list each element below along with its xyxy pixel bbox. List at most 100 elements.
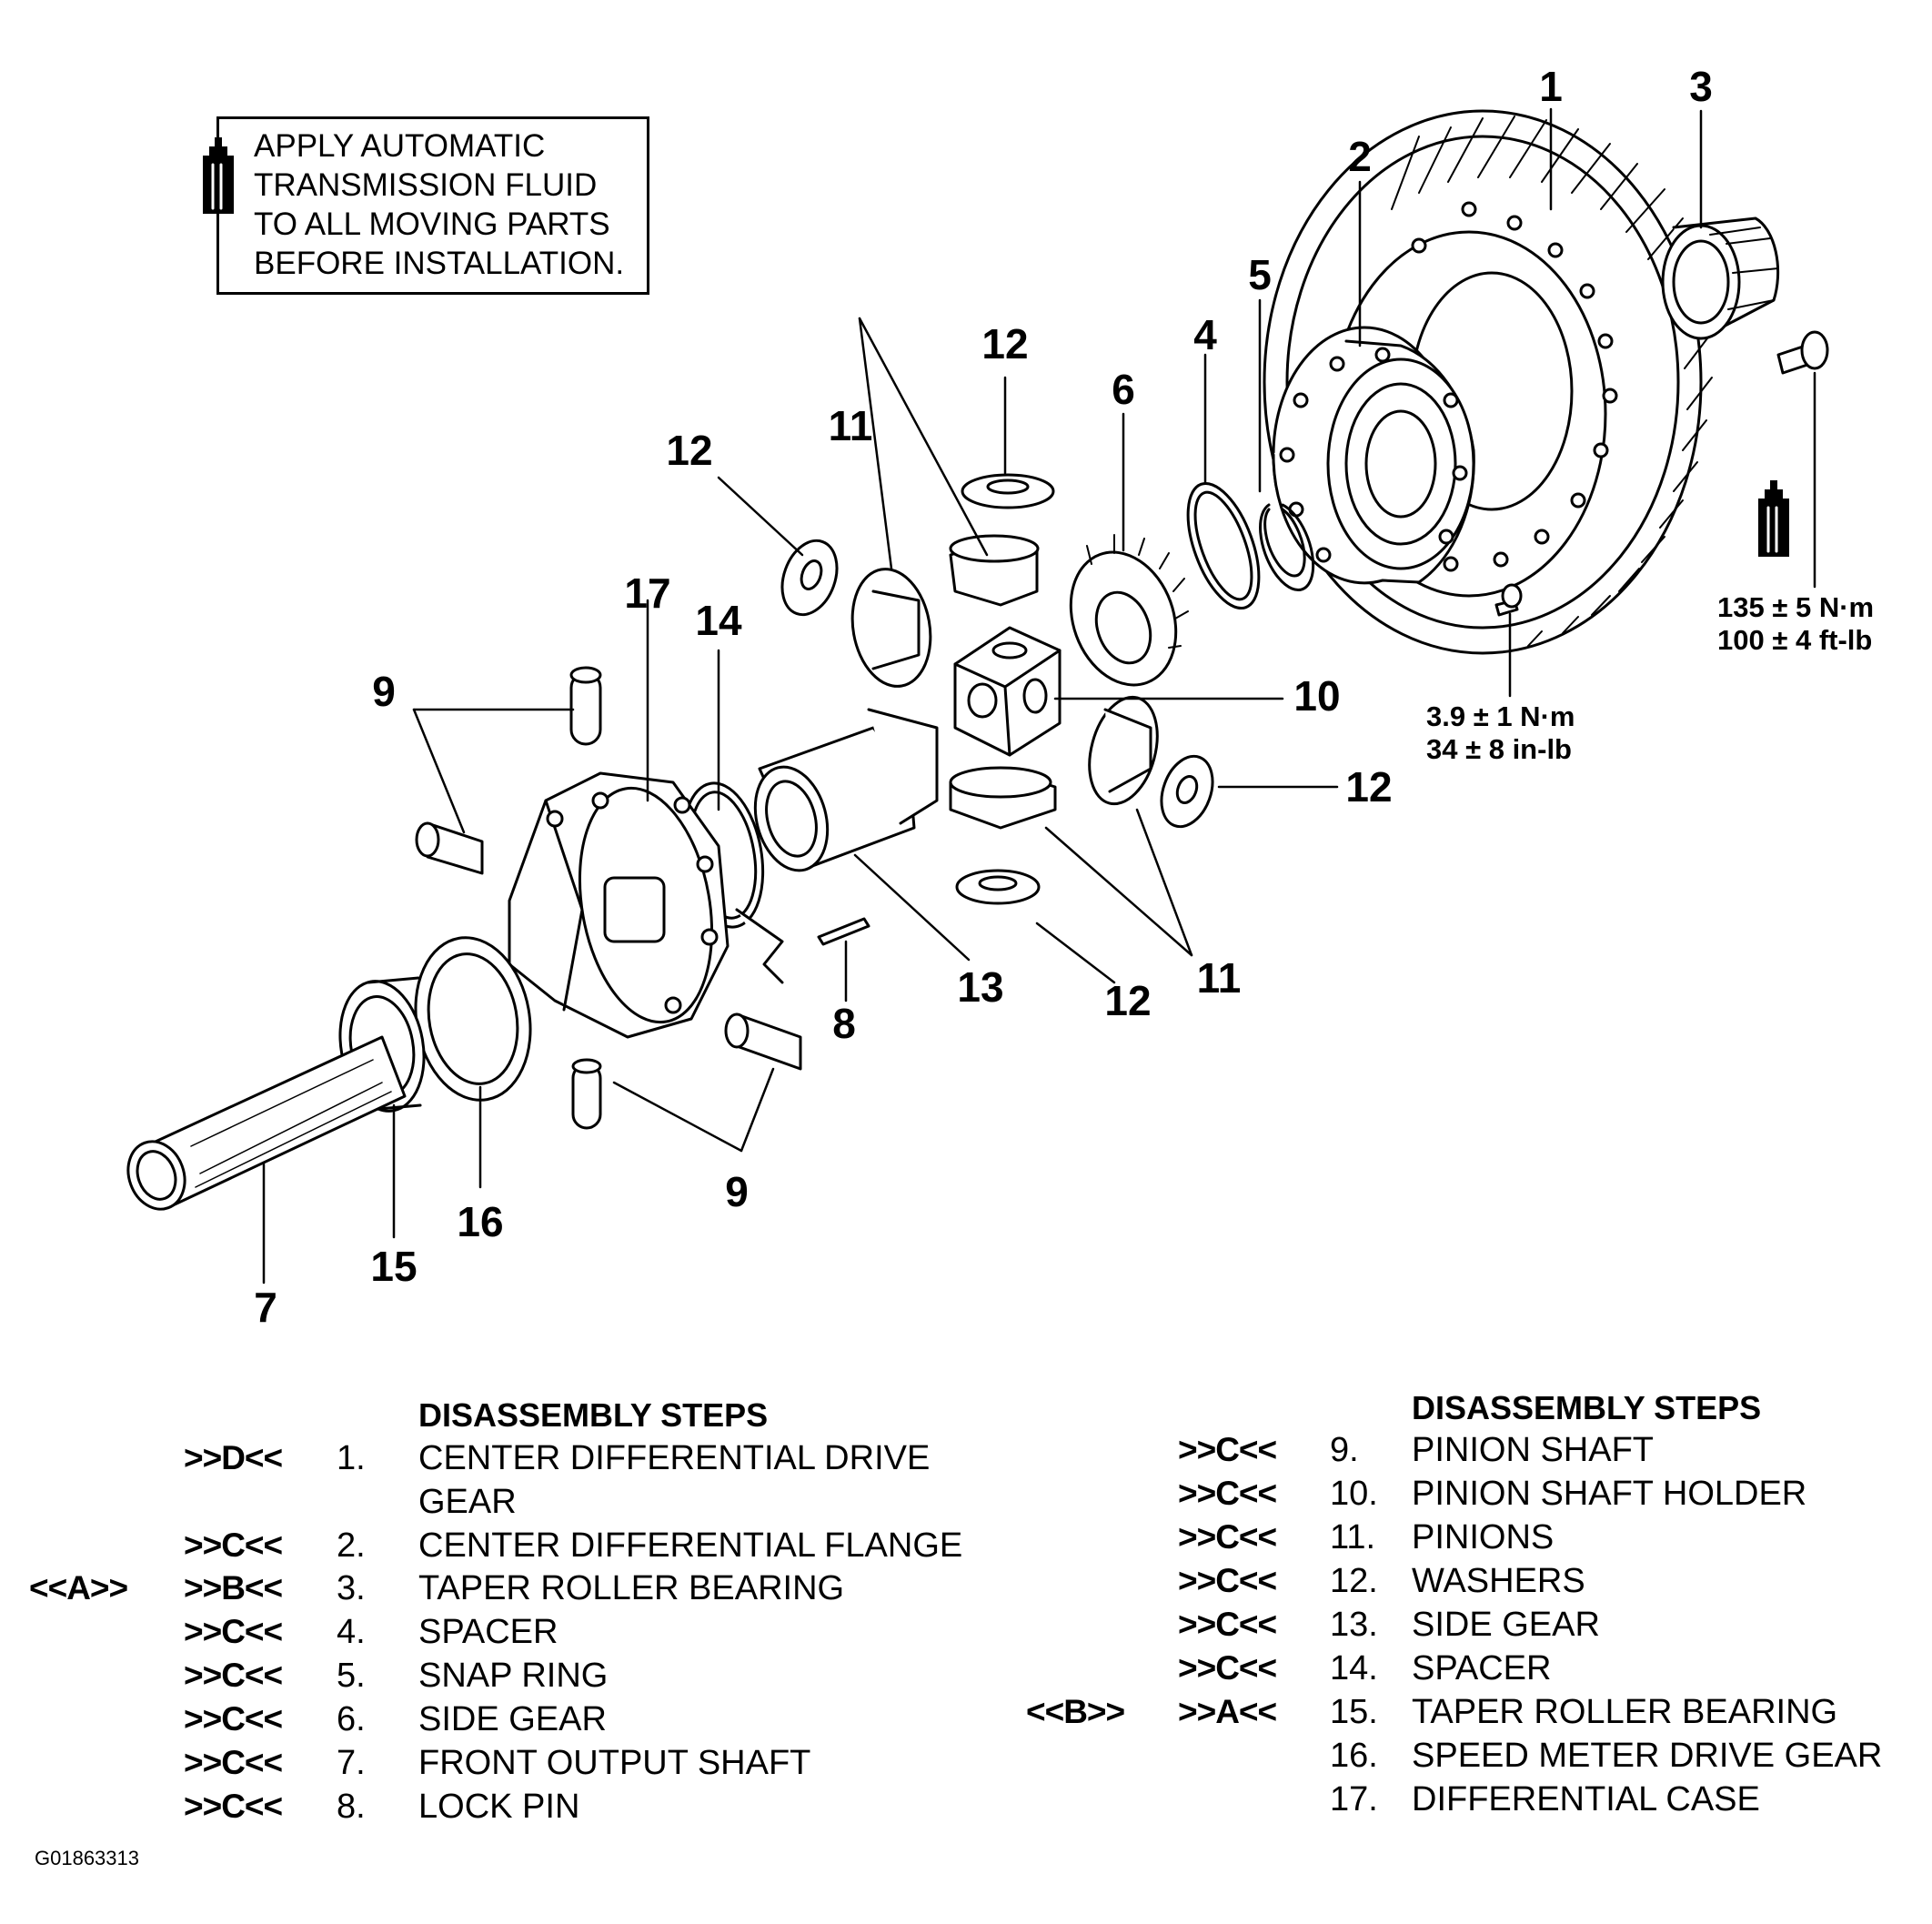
step-10-code: >>C<< [1178,1475,1277,1512]
steps-left-heading: DISASSEMBLY STEPS [418,1396,769,1434]
callout-13: 13 [957,963,1004,1011]
pinion-part-11-top [949,534,1040,607]
callout-9-bottom: 9 [725,1168,749,1215]
step-14-code: >>C<< [1178,1649,1277,1687]
note-line-1: APPLY AUTOMATIC [254,128,546,164]
step-17-num: 17. [1330,1780,1378,1818]
bolt-large [1776,330,1829,375]
callout-10: 10 [1293,672,1341,720]
callout-11-bottom: 11 [1196,954,1242,1002]
step-8-text: LOCK PIN [418,1788,580,1826]
steps-right-heading: DISASSEMBLY STEPS [1412,1389,1762,1426]
drive-gear-part-1 [1263,109,1713,655]
step-4-code: >>C<< [184,1613,283,1650]
step-9-num: 9. [1330,1431,1359,1469]
step-15-code: >>A<< [1178,1693,1277,1730]
differential-case-part-17 [508,771,730,1039]
flange-part-2 [1272,326,1475,585]
pinion-part-11-bottom [949,766,1057,830]
step-4-text: SPACER [418,1613,558,1651]
callout-8: 8 [832,1000,856,1047]
step-1-code: >>D<< [184,1439,283,1476]
torque-small-inlb: 34 ± 8 in-lb [1426,733,1572,765]
pinion-shaft-part-9-left [415,821,484,875]
step-16-num: 16. [1330,1737,1378,1775]
step-16-text: SPEED METER DRIVE GEAR [1412,1737,1883,1775]
step-1-text: CENTER DIFFERENTIAL DRIVE [418,1439,931,1477]
step-3-pre-code: <<A>> [29,1569,128,1607]
step-7-code: >>C<< [184,1744,283,1781]
pinion-part-11-right [1088,695,1159,806]
step-11-num: 11. [1330,1518,1376,1556]
step-6-num: 6. [337,1700,366,1738]
step-10-text: PINION SHAFT HOLDER [1412,1475,1807,1513]
step-14-num: 14. [1330,1649,1378,1687]
callout-11-top: 11 [828,402,873,449]
step-4-num: 4. [337,1613,366,1651]
callout-12-bottom: 12 [1104,977,1152,1024]
figure-id: G01863313 [35,1847,139,1869]
callout-14: 14 [695,597,742,644]
step-7-text: FRONT OUTPUT SHAFT [418,1744,811,1782]
step-5-num: 5. [337,1657,366,1695]
callout-2: 2 [1348,133,1372,180]
step-8-code: >>C<< [184,1788,283,1825]
leader-lines [262,107,1816,1284]
callout-4: 4 [1193,311,1217,358]
output-shaft-part-7 [126,1035,407,1211]
torque-small-nm: 3.9 ± 1 N·m [1426,700,1575,732]
step-13-text: SIDE GEAR [1412,1606,1600,1644]
callout-1: 1 [1539,63,1563,110]
torque-large-nm: 135 ± 5 N·m [1717,591,1875,623]
callout-6: 6 [1112,366,1135,413]
washer-part-12-right [1160,754,1214,829]
step-8-num: 8. [337,1788,366,1826]
step-1-num: 1. [337,1439,366,1477]
step-6-code: >>C<< [184,1700,283,1738]
step-1-text-cont: GEAR [418,1483,517,1521]
bolt-small [1494,583,1523,617]
torque-large-ftlb: 100 ± 4 ft-lb [1717,624,1873,656]
step-5-code: >>C<< [184,1657,283,1694]
step-3-code: >>B<< [184,1569,283,1607]
step-12-num: 12. [1330,1562,1378,1600]
step-12-code: >>C<< [1178,1562,1277,1599]
step-7-num: 7. [337,1744,366,1782]
step-2-text: CENTER DIFFERENTIAL FLANGE [418,1526,963,1565]
note-line-4: BEFORE INSTALLATION. [254,246,625,281]
step-15-pre-code: <<B>> [1026,1693,1125,1730]
lock-pin-part-8 [735,908,870,984]
step-15-text: TAPER ROLLER BEARING [1412,1693,1838,1731]
callout-7: 7 [254,1284,277,1331]
step-13-code: >>C<< [1178,1606,1277,1643]
side-gear-part-13 [753,708,939,872]
snap-ring-part-5 [1259,503,1315,591]
callout-12-top: 12 [981,320,1029,368]
step-9-code: >>C<< [1178,1431,1277,1468]
side-gear-part-6 [1069,534,1189,687]
callout-15: 15 [370,1243,418,1290]
callout-5: 5 [1248,251,1272,298]
note-line-3: TO ALL MOVING PARTS [254,207,610,242]
note-box: APPLY AUTOMATIC TRANSMISSION FLUID TO AL… [216,116,649,295]
fluid-can-icon-2 [1756,478,1791,559]
step-3-num: 3. [337,1569,366,1607]
callout-12-left: 12 [666,427,713,474]
washer-part-12-left [780,539,839,617]
step-11-text: PINIONS [1412,1518,1555,1556]
step-11-code: >>C<< [1178,1518,1277,1556]
spacer-part-4 [1186,481,1261,610]
pinion-shaft-part-9-top [569,666,602,746]
step-9-text: PINION SHAFT [1412,1431,1655,1469]
step-14-text: SPACER [1412,1649,1552,1687]
step-6-text: SIDE GEAR [418,1700,607,1738]
callout-12-right: 12 [1345,763,1393,811]
callout-9-top: 9 [372,668,396,715]
step-2-code: >>C<< [184,1526,283,1564]
step-3-text: TAPER ROLLER BEARING [418,1569,845,1607]
callout-3: 3 [1689,63,1713,110]
step-10-num: 10. [1330,1475,1378,1513]
washer-part-12-top [961,473,1055,509]
